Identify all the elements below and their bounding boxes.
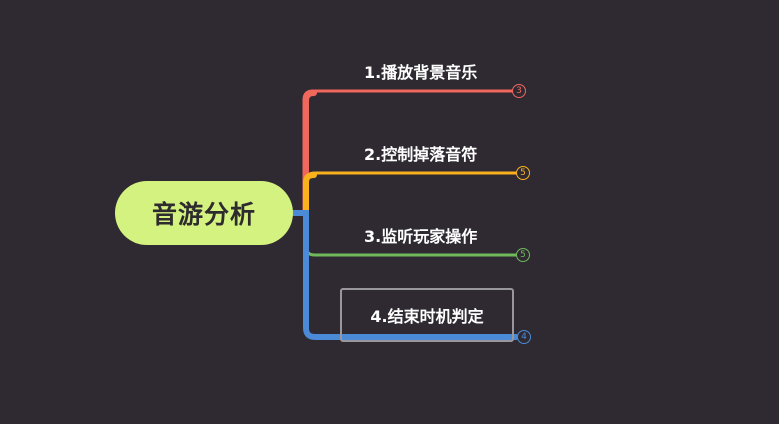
branch-topic-2[interactable]: 2.控制掉落音符: [364, 145, 478, 164]
collapsed-count-badge-3[interactable]: 5: [516, 248, 530, 262]
branch-trunk-2: [303, 172, 317, 216]
branch-topic-4-label: 4.结束时机判定: [370, 307, 484, 326]
branch-topic-4-selected[interactable]: 4.结束时机判定: [340, 288, 514, 342]
collapsed-count-badge-4[interactable]: 4: [517, 330, 531, 344]
collapsed-count-badge-1[interactable]: 3: [512, 84, 526, 98]
root-topic-label: 音游分析: [151, 200, 256, 229]
branch-topic-3[interactable]: 3.监听玩家操作: [364, 227, 478, 246]
branch-connector-4: [290, 210, 519, 340]
branch-connector-2: [291, 171, 518, 215]
collapsed-count-badge-2[interactable]: 5: [516, 166, 530, 180]
root-topic[interactable]: 音游分析: [115, 181, 293, 245]
branch-topic-1[interactable]: 1.播放背景音乐: [364, 63, 478, 82]
branch-trunk-1: [303, 90, 317, 216]
